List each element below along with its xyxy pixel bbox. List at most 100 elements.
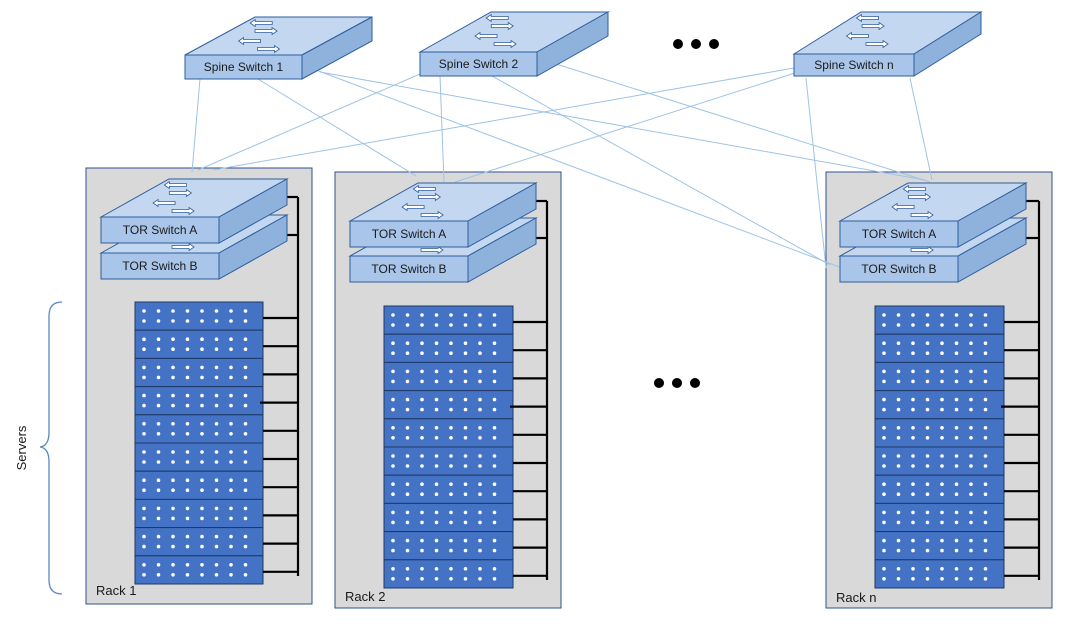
server-led (229, 450, 233, 454)
server-led (896, 482, 901, 487)
server-led (405, 341, 410, 346)
server-led (896, 436, 901, 440)
server-led (983, 577, 988, 581)
server-led (185, 365, 190, 370)
server-led (463, 313, 468, 317)
server-led (940, 492, 944, 497)
server-led (420, 369, 424, 374)
server-led (478, 454, 482, 458)
server-led (911, 341, 915, 346)
server-led (214, 337, 219, 342)
server-led (229, 544, 233, 549)
server-led (478, 577, 482, 581)
server-led (882, 407, 886, 412)
tor-switch-a-r2-front (349, 220, 469, 248)
server-led (243, 573, 248, 577)
server-led (449, 548, 453, 553)
server-led (954, 482, 959, 487)
server-led (940, 369, 944, 374)
server-led (954, 351, 959, 356)
server-led (214, 450, 219, 454)
server-led (969, 548, 973, 553)
server-led (478, 538, 482, 543)
server-led (463, 436, 468, 440)
server-led (434, 323, 439, 327)
server-led (200, 422, 204, 426)
server-led (185, 375, 190, 380)
server-led (185, 403, 190, 408)
server-led (391, 426, 395, 430)
tor-switch-a-rn-front (839, 220, 959, 248)
server-led (882, 510, 886, 515)
server-led (171, 460, 175, 464)
arrow-icon (474, 31, 498, 41)
server-led (142, 337, 146, 342)
server-led (142, 478, 146, 483)
server-led (420, 454, 424, 458)
server-led (405, 520, 410, 525)
server-led (156, 478, 161, 483)
server-led (420, 436, 424, 440)
server-led (954, 548, 959, 553)
server-led (185, 309, 190, 313)
server (134, 386, 264, 416)
server-led (983, 351, 988, 356)
server-led (969, 567, 973, 571)
server-led (200, 573, 204, 577)
server-led (156, 573, 161, 577)
server-led (229, 516, 233, 521)
tor-switch-a-rn-label: TOR Switch A (862, 227, 936, 241)
server-led (449, 379, 453, 384)
server (874, 418, 1005, 448)
server-led (492, 323, 497, 327)
spine-ellipsis (673, 39, 719, 49)
server-led (478, 492, 482, 497)
server-led (492, 548, 497, 553)
server-led (420, 407, 424, 412)
server-led (156, 309, 161, 313)
server-led (492, 567, 497, 571)
server-led (171, 337, 175, 342)
server-led (449, 397, 453, 402)
server-led (492, 379, 497, 384)
server-led (156, 403, 161, 408)
server-stack (874, 305, 1005, 589)
server-led (882, 567, 886, 571)
server-led (492, 369, 497, 374)
server-led (449, 313, 453, 317)
server-led (200, 375, 204, 380)
arrow-icon (910, 245, 934, 255)
rack-ellipsis (654, 378, 700, 388)
server-led (449, 520, 453, 525)
arrow-icon (891, 202, 915, 212)
arrow-icon (420, 210, 444, 220)
server-led (463, 577, 468, 581)
server-led (449, 454, 453, 458)
server (874, 446, 1005, 476)
server-led (391, 407, 395, 412)
server-led (954, 341, 959, 346)
server-led (243, 347, 248, 352)
server (383, 305, 514, 335)
server-led (954, 397, 959, 402)
server-led (229, 573, 233, 577)
server-led (405, 492, 410, 497)
server (134, 470, 264, 500)
server-led (200, 337, 204, 342)
server-led (200, 563, 204, 567)
server-led (142, 488, 146, 493)
server-led (969, 323, 973, 327)
server-led (391, 313, 395, 317)
spine-tor-link (439, 75, 445, 183)
server-led (229, 506, 233, 511)
server-led (142, 309, 146, 313)
server-led (882, 313, 886, 317)
server-led (391, 397, 395, 402)
server-led (229, 478, 233, 483)
server-led (142, 573, 146, 577)
server (383, 531, 514, 561)
server (134, 357, 264, 388)
server-led (911, 538, 915, 543)
server-led (200, 432, 204, 436)
spine-tor-link (257, 78, 417, 177)
